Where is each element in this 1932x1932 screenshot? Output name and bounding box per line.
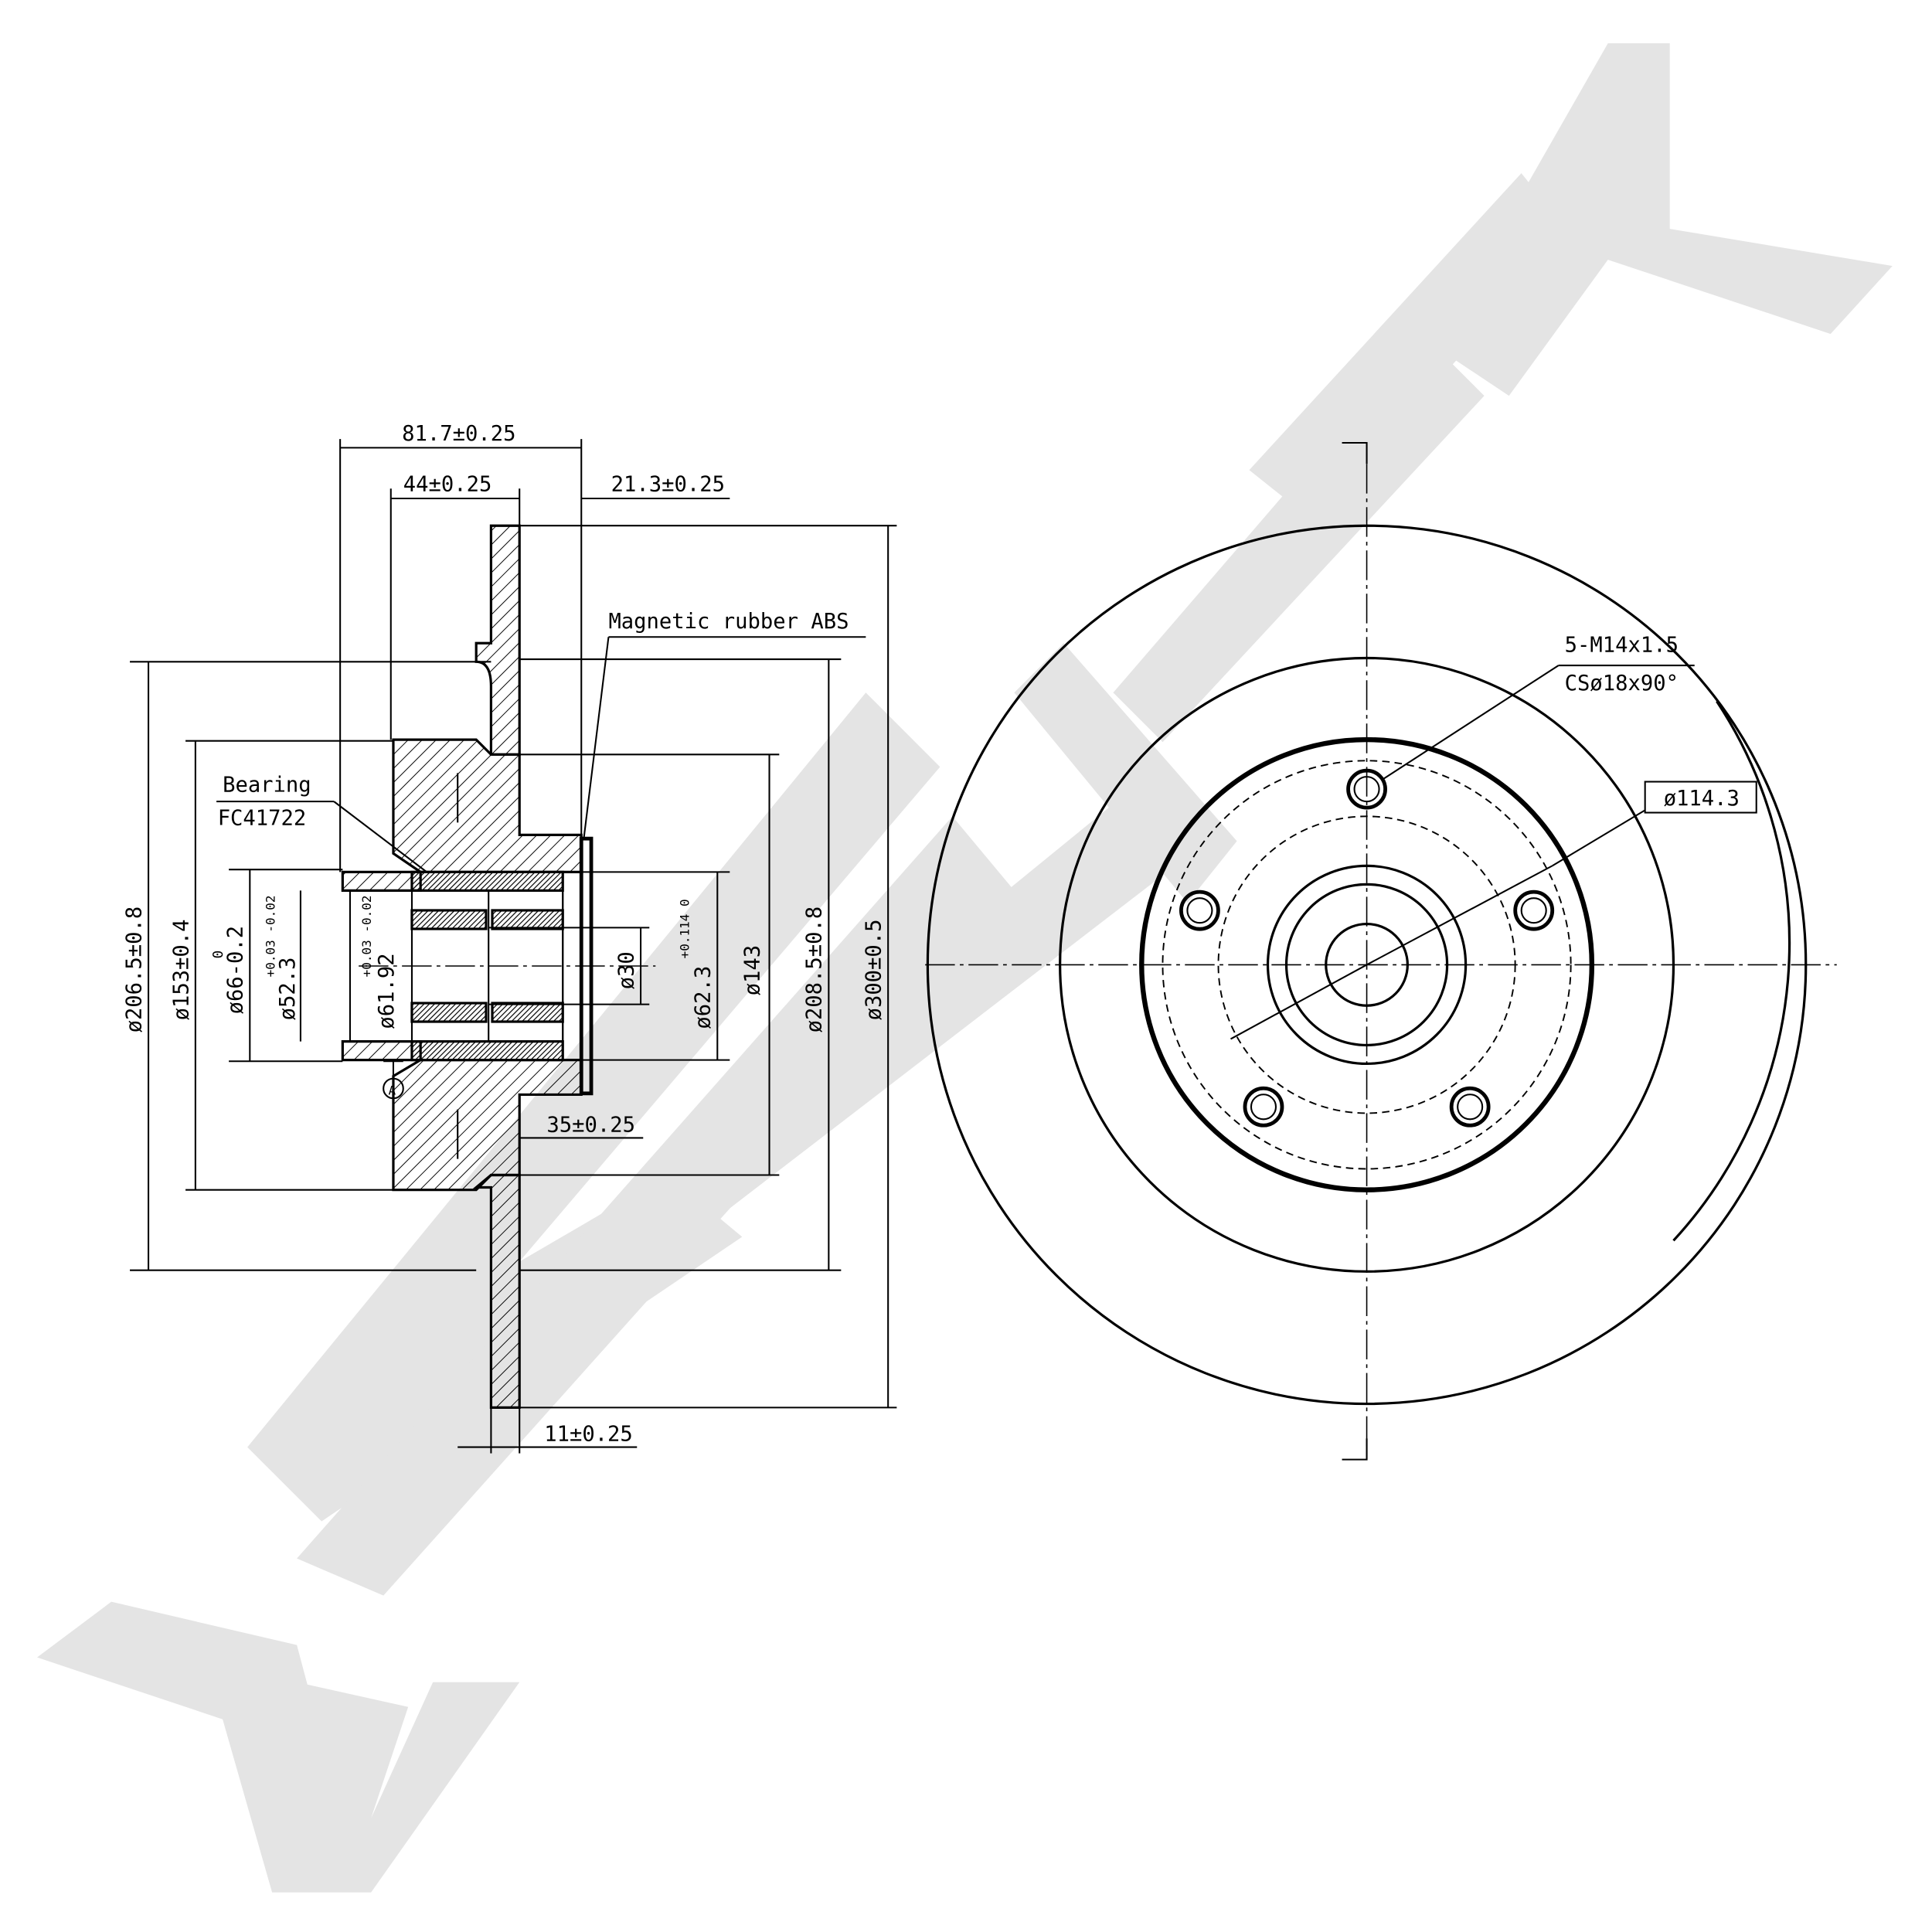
bolt-hole [1243, 1086, 1284, 1128]
dim-d143: ø143 [741, 945, 765, 995]
bolt-hole [1250, 1094, 1277, 1121]
bolt-hole [1186, 897, 1213, 924]
dim-d52: ø52.3 [276, 957, 300, 1021]
bolt-hole [1513, 889, 1555, 931]
dim-hub-offset: 44±0.25 [403, 472, 492, 496]
bearing-code: FC41722 [218, 807, 307, 831]
dim-d62-tol: +0.114 0 [677, 899, 692, 958]
hub-flange [1139, 736, 1595, 1192]
bolt-hole [1179, 889, 1220, 931]
datum-a-symbol: A [383, 1060, 404, 1100]
front-view: 5-M14x1.5 CSø18x90° ø114.3 [925, 441, 1837, 1461]
pcd-box [1644, 781, 1757, 814]
dimension-lines [148, 447, 889, 1448]
dim-d66-tol: 0 [211, 951, 226, 959]
friction-ring-inner [1059, 656, 1675, 1273]
bolt-holes [1179, 768, 1555, 1128]
dim-d153: ø153±0.4 [169, 919, 193, 1020]
section-view: 81.7±0.25 44±0.25 21.3±0.25 35±0.25 11±0… [122, 422, 897, 1454]
thread-note: 5-M14x1.5 [1565, 633, 1679, 657]
dim-d62: ø62.3 [692, 966, 716, 1029]
bolt-hole [1520, 897, 1547, 924]
bolt-hole [1346, 768, 1387, 810]
vertical-dim-texts: ø206.5±0.8 ø153±0.4 ø66-0.2 0 ø52.3 +0.0… [122, 895, 886, 1032]
dim-d52-tol: +0.03 -0.02 [263, 895, 277, 977]
bolt-hole [1449, 1086, 1491, 1128]
dim-flange-offset: 21.3±0.25 [611, 472, 725, 496]
dim-d66: ø66-0.2 [224, 926, 248, 1015]
dim-d61: ø61.92 [375, 953, 399, 1029]
pcd-value: ø114.3 [1664, 787, 1740, 811]
dim-hub-step: 35±0.25 [546, 1113, 635, 1137]
dim-d206: ø206.5±0.8 [122, 906, 146, 1033]
bearing-outer-ring [410, 870, 564, 892]
dim-d30: ø30 [614, 951, 638, 989]
abs-label: Magnetic rubber ABS [608, 610, 849, 634]
disc-section [474, 524, 521, 756]
hub-section-upper [392, 738, 583, 873]
svg-text:A: A [389, 1083, 396, 1097]
dim-d208: ø208.5±0.8 [803, 906, 827, 1033]
dim-d300: ø300±0.5 [862, 919, 886, 1020]
dim-d61-tol: +0.03 -0.02 [359, 895, 374, 977]
dim-overall-width: 81.7±0.25 [402, 422, 515, 446]
disc-outer-edge [926, 524, 1808, 1406]
countersink-note: CSø18x90° [1565, 672, 1679, 696]
watermark-logo [37, 43, 1893, 1893]
bolt-hole [1353, 776, 1380, 803]
extension-lines [130, 439, 897, 1454]
dim-disc-thickness: 11±0.25 [544, 1423, 633, 1447]
bolt-hole [1457, 1094, 1484, 1121]
bearing-label: Bearing [223, 773, 311, 797]
